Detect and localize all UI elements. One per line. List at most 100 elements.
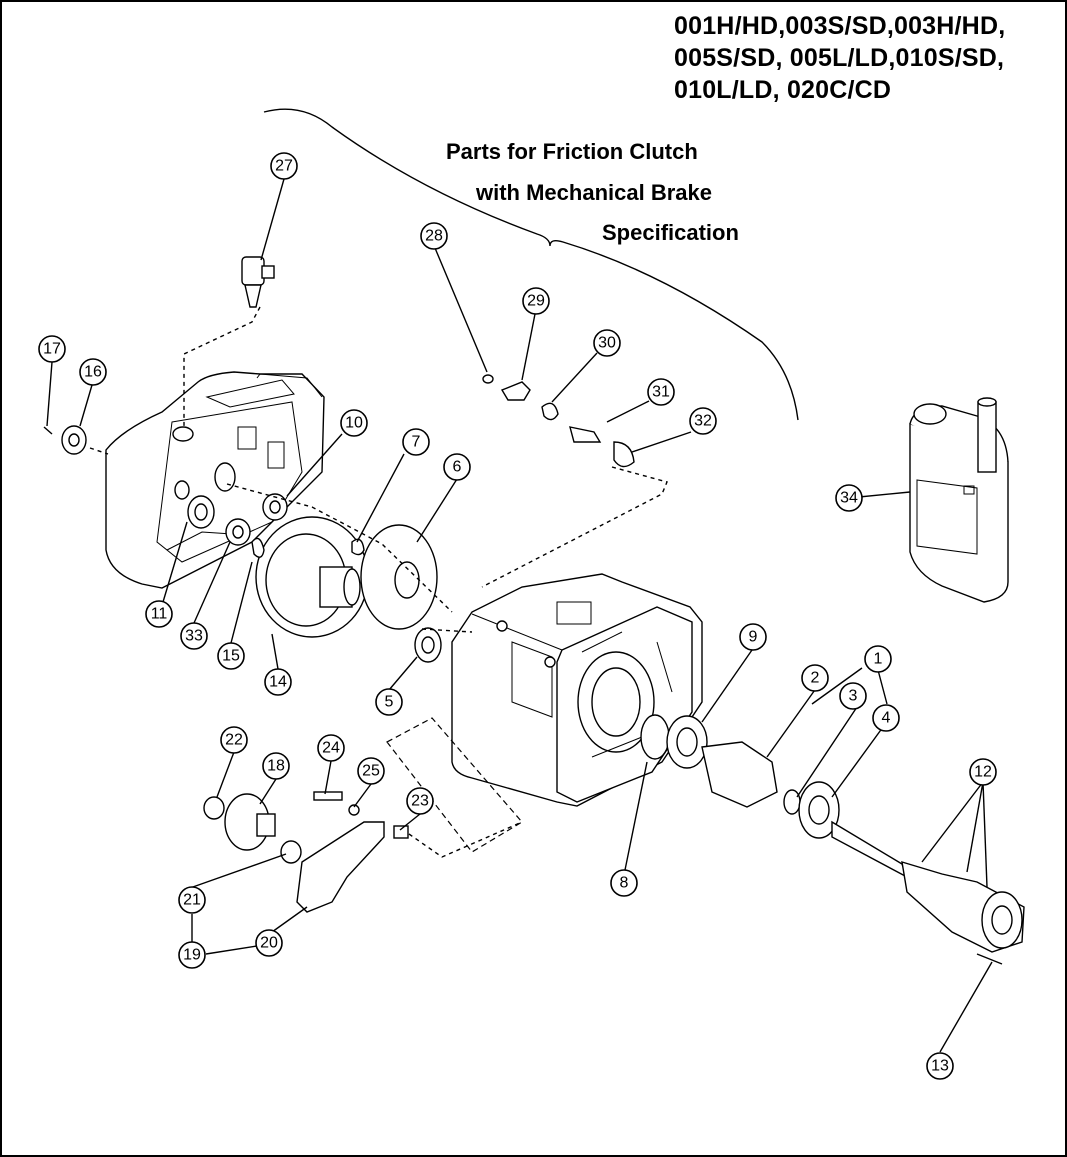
gear-6 bbox=[360, 524, 438, 630]
spring-30 bbox=[541, 402, 559, 421]
clutch-2 bbox=[701, 741, 778, 808]
housing-phantom-outline bbox=[386, 717, 523, 853]
oil-container bbox=[909, 397, 1009, 603]
callout-19: 19 bbox=[178, 941, 206, 969]
callout-15: 15 bbox=[217, 642, 245, 670]
callout-24: 24 bbox=[317, 734, 345, 762]
svg-text:10: 10 bbox=[345, 415, 363, 432]
svg-text:15: 15 bbox=[222, 648, 240, 665]
model-list-line-3: 010L/LD, 020C/CD bbox=[674, 76, 892, 104]
svg-text:32: 32 bbox=[694, 413, 712, 430]
callout-29: 29 bbox=[522, 287, 550, 315]
pin-17 bbox=[43, 426, 53, 435]
callout-8: 8 bbox=[610, 869, 638, 897]
ring-28 bbox=[482, 374, 494, 384]
bolt-31 bbox=[569, 426, 602, 443]
pin-24 bbox=[313, 791, 343, 801]
shaft-12 bbox=[831, 820, 909, 879]
bearing-21 bbox=[280, 840, 302, 864]
bearing-22 bbox=[203, 796, 225, 820]
svg-text:31: 31 bbox=[652, 384, 670, 401]
callout-2: 2 bbox=[801, 664, 829, 692]
screw-13 bbox=[976, 953, 1003, 965]
svg-text:33: 33 bbox=[185, 628, 203, 645]
svg-text:23: 23 bbox=[411, 793, 429, 810]
callout-13: 13 bbox=[926, 1052, 954, 1080]
svg-text:9: 9 bbox=[749, 629, 758, 646]
callout-31: 31 bbox=[647, 378, 675, 406]
svg-text:6: 6 bbox=[453, 459, 462, 476]
callout-32: 32 bbox=[689, 407, 717, 435]
ring-25 bbox=[348, 804, 360, 816]
spec-label-line-2: with Mechanical Brake bbox=[476, 180, 712, 205]
spec-brace bbox=[263, 108, 799, 421]
svg-text:22: 22 bbox=[225, 732, 243, 749]
spec-label-line-3: Specification bbox=[602, 220, 739, 245]
callout-21: 21 bbox=[178, 886, 206, 914]
leader-lines bbox=[46, 178, 993, 1053]
callout-3: 3 bbox=[839, 682, 867, 710]
callout-6: 6 bbox=[443, 453, 471, 481]
callout-17: 17 bbox=[38, 335, 66, 363]
callout-7: 7 bbox=[402, 428, 430, 456]
svg-text:3: 3 bbox=[849, 688, 858, 705]
callout-18: 18 bbox=[262, 752, 290, 780]
svg-text:16: 16 bbox=[84, 364, 102, 381]
callout-16: 16 bbox=[79, 358, 107, 386]
part-7 bbox=[351, 538, 365, 556]
svg-text:29: 29 bbox=[527, 293, 545, 310]
bracket-20 bbox=[296, 821, 385, 913]
spec-label-line-1: Parts for Friction Clutch bbox=[446, 139, 698, 164]
svg-text:27: 27 bbox=[275, 158, 293, 175]
ring-3 bbox=[783, 789, 801, 815]
svg-text:14: 14 bbox=[269, 674, 287, 691]
callout-9: 9 bbox=[739, 623, 767, 651]
callout-28: 28 bbox=[420, 222, 448, 250]
callout-12: 12 bbox=[969, 758, 997, 786]
spring-15 bbox=[251, 537, 265, 558]
callout-33: 33 bbox=[180, 622, 208, 650]
callout-5: 5 bbox=[375, 688, 403, 716]
callout-11: 11 bbox=[145, 600, 173, 628]
callout-22: 22 bbox=[220, 726, 248, 754]
svg-text:2: 2 bbox=[811, 670, 820, 687]
svg-text:20: 20 bbox=[260, 935, 278, 952]
svg-text:17: 17 bbox=[43, 341, 61, 358]
svg-text:12: 12 bbox=[974, 764, 992, 781]
svg-text:21: 21 bbox=[183, 892, 201, 909]
svg-text:25: 25 bbox=[362, 763, 380, 780]
callout-4: 4 bbox=[872, 704, 900, 732]
svg-text:19: 19 bbox=[183, 947, 201, 964]
gear-14 bbox=[255, 516, 369, 638]
callout-10: 10 bbox=[340, 409, 368, 437]
svg-text:30: 30 bbox=[598, 335, 616, 352]
svg-text:34: 34 bbox=[840, 490, 858, 507]
svg-text:18: 18 bbox=[267, 758, 285, 775]
svg-text:28: 28 bbox=[425, 228, 443, 245]
callout-27: 27 bbox=[270, 152, 298, 180]
svg-text:11: 11 bbox=[151, 606, 168, 623]
callout-34: 34 bbox=[835, 484, 863, 512]
svg-text:4: 4 bbox=[882, 710, 891, 727]
callout-14: 14 bbox=[264, 668, 292, 696]
svg-text:1: 1 bbox=[874, 651, 883, 668]
svg-text:7: 7 bbox=[412, 434, 421, 451]
callout-25: 25 bbox=[357, 757, 385, 785]
model-list-line-2: 005S/SD, 005L/LD,010S/SD, bbox=[674, 44, 1005, 72]
bushing-23 bbox=[393, 825, 409, 839]
svg-text:8: 8 bbox=[620, 875, 629, 892]
washer-32 bbox=[613, 441, 635, 468]
fitting-27 bbox=[241, 256, 275, 308]
left-cover bbox=[105, 371, 325, 589]
model-list-line-1: 001H/HD,003S/SD,003H/HD, bbox=[674, 12, 1006, 40]
callout-30: 30 bbox=[593, 329, 621, 357]
lever-29 bbox=[500, 381, 531, 401]
main-housing bbox=[451, 573, 703, 807]
callout-1: 1 bbox=[864, 645, 892, 673]
svg-text:13: 13 bbox=[931, 1058, 949, 1075]
callout-23: 23 bbox=[406, 787, 434, 815]
callout-20: 20 bbox=[255, 929, 283, 957]
seal-8 bbox=[640, 714, 670, 760]
